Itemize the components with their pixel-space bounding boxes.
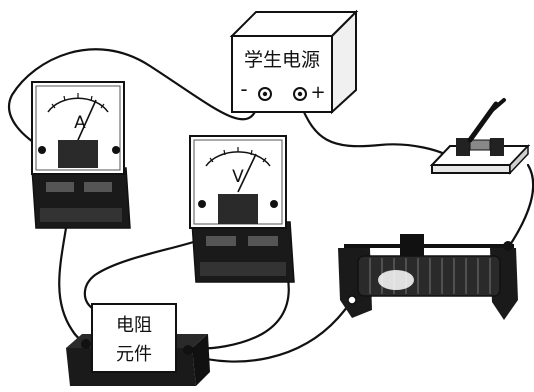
wire-voltmeter-left-to-resistor [83, 238, 202, 310]
resistor-label-line1: 电阻 [116, 315, 152, 336]
ammeter: A [31, 81, 131, 229]
rheostat-left-terminal [347, 295, 357, 305]
ammeter-symbol: A [74, 113, 86, 133]
wire-power-plus-to-switch [298, 101, 454, 160]
resistor-right-terminal [183, 345, 193, 355]
wire-switch-to-rheostat [506, 163, 534, 250]
voltmeter-right-terminal [270, 200, 278, 208]
power-plus-sign: + [310, 82, 325, 103]
voltmeter-needle [237, 153, 257, 193]
rheostat-right-terminal [503, 241, 513, 251]
wire-ammeter-to-resistor [58, 226, 97, 345]
knife-switch [429, 98, 531, 175]
voltmeter-left-terminal [198, 200, 206, 208]
rheostat [338, 234, 518, 320]
resistor-left-terminal [81, 339, 91, 349]
power-supply-label: 学生电源 [244, 49, 320, 71]
ammeter-left-terminal [38, 146, 46, 154]
voltmeter-symbol: V [232, 167, 244, 187]
voltmeter: V [189, 135, 295, 283]
power-supply: 学生电源 - + [229, 9, 359, 115]
resistor-element: 电阻 元件 [66, 303, 210, 386]
rheostat-slider [400, 234, 424, 256]
resistor-label-line2: 元件 [116, 344, 152, 365]
ammeter-needle [77, 99, 97, 141]
wire-power-minus-to-ammeter [8, 48, 260, 148]
ammeter-right-terminal [112, 146, 120, 154]
power-minus-sign: - [240, 77, 247, 101]
wire-resistor-to-rheostat [188, 278, 362, 363]
